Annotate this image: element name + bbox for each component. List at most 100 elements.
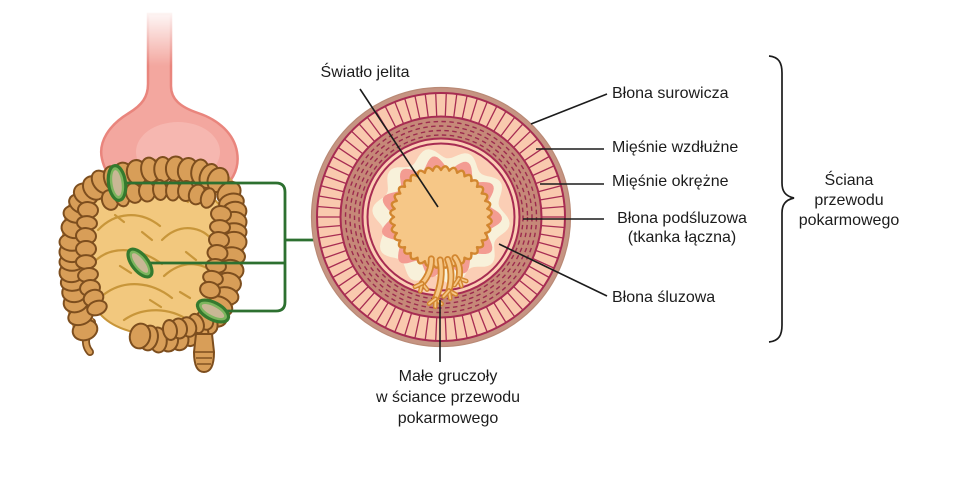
- sample-disc: [106, 164, 128, 202]
- gut-wall-cross-section: [310, 86, 572, 348]
- muscle-brick-line: [500, 297, 516, 318]
- muscle-brick-line: [332, 265, 354, 279]
- sample-connector-lines: [118, 181, 315, 313]
- muscle-brick-line: [414, 95, 421, 119]
- muscle-brick-line: [493, 302, 507, 323]
- colon-bead: [128, 322, 152, 350]
- muscle-brick-line: [327, 258, 350, 269]
- muscle-brick-line: [320, 241, 344, 249]
- muscle-brick-line: [519, 138, 538, 155]
- muscle-brick-line: [358, 292, 375, 311]
- gland-tube-fill: [433, 258, 443, 301]
- muscle-brick-line: [414, 315, 421, 339]
- muscle-brick-line: [493, 111, 507, 132]
- muscle-brick-line: [538, 241, 562, 249]
- gland-tube-fill: [420, 257, 434, 286]
- circular-muscle-dash-ring: [358, 134, 524, 300]
- muscle-brick-line: [351, 130, 369, 148]
- pointer-mucosa: [498, 243, 608, 297]
- pointer-lumen: [359, 88, 439, 208]
- muscle-brick-line: [500, 116, 516, 137]
- muscle-brick-line: [384, 306, 397, 328]
- small-intestine-coils: [92, 191, 220, 322]
- muscle-brick-line: [538, 185, 562, 193]
- muscle-brick-line: [366, 297, 382, 318]
- muscle-brick-line: [541, 205, 565, 210]
- gland-foot-fill: [442, 289, 450, 298]
- label-lumen: Światło jelita: [320, 64, 410, 81]
- muscle-brick-line: [461, 315, 468, 339]
- muscle-brick-line: [323, 249, 347, 259]
- muscle-brick-line: [317, 205, 341, 210]
- muscle-brick-line: [332, 155, 354, 169]
- muscle-brick-line: [524, 273, 545, 287]
- rectum-ridges: [195, 351, 213, 365]
- muscle-brick-line: [507, 123, 524, 142]
- rectum: [192, 333, 216, 374]
- muscle-brick-line: [318, 233, 342, 239]
- wall-brace: [768, 55, 795, 343]
- muscle-brick-line: [532, 165, 555, 176]
- gland-foot-fill: [428, 297, 437, 305]
- colon-inner-bead: [75, 254, 97, 270]
- label-longitudinal-muscles: Mięśnie wzdłużne: [612, 139, 739, 156]
- label-submucosa: Błona podśluzowa (tkanka łączna): [617, 210, 747, 246]
- muscle-brick-line: [317, 224, 341, 229]
- muscle-brick-line: [424, 93, 429, 117]
- muscle-brick-line: [435, 93, 438, 117]
- muscle-brick-line: [444, 93, 447, 117]
- small-intestine: [81, 183, 232, 337]
- muscle-brick-line: [541, 224, 565, 229]
- esophagus-fade: [139, 8, 179, 66]
- muscle-brick-line: [323, 175, 347, 185]
- muscle-brick-line: [344, 138, 363, 155]
- muscle-brick-line: [394, 101, 404, 124]
- colon-inner-bead: [199, 187, 217, 209]
- pointer-lines: [359, 88, 608, 362]
- muscle-brick-line: [366, 116, 382, 137]
- muscle-brick-line: [337, 147, 358, 161]
- muscle-brick-line: [404, 98, 413, 121]
- pointer-serosa: [530, 93, 608, 125]
- muscle-brick-line: [519, 279, 538, 296]
- gland-foot-fill: [453, 277, 460, 287]
- colon-inner-bead: [86, 299, 108, 317]
- muscle-brick-line: [485, 306, 498, 328]
- gland-tube-fill: [446, 257, 453, 293]
- muscle-brick-line: [318, 195, 342, 201]
- sample-discs: [106, 164, 231, 324]
- gland-foot-fill: [414, 282, 423, 288]
- muscle-brick-line: [351, 286, 369, 304]
- muscle-brick-line: [320, 185, 344, 193]
- muscle-brick-line: [528, 155, 550, 169]
- muscle-brick-line: [344, 279, 363, 296]
- label-wall: Ściana przewodu pokarmowego: [798, 172, 900, 229]
- muscle-brick-line: [384, 106, 397, 128]
- muscle-brick-line: [424, 317, 429, 341]
- muscle-brick-line: [535, 175, 559, 185]
- muscle-brick-line: [513, 130, 531, 148]
- muscle-brick-line: [478, 310, 488, 333]
- muscle-brick-line: [444, 317, 447, 341]
- muscle-brick-line: [485, 106, 498, 128]
- rectum-tube: [192, 333, 216, 374]
- circular-muscle-dash-ring: [349, 125, 533, 309]
- muscle-brick-line: [469, 98, 478, 121]
- muscle-brick-line: [337, 273, 358, 287]
- muscle-brick-line: [507, 292, 524, 311]
- sample-disc: [195, 298, 231, 324]
- muscle-brick-line: [358, 123, 375, 142]
- muscle-brick-line: [394, 310, 404, 333]
- circular-muscle-dash-ring: [344, 120, 538, 314]
- muscle-brick-line: [513, 286, 531, 304]
- label-mucosa: Błona śluzowa: [612, 289, 716, 306]
- colon-inner-bead: [161, 319, 179, 341]
- sample-disc: [126, 247, 154, 279]
- muscle-brick-line: [404, 313, 413, 336]
- lumen: [389, 165, 493, 269]
- muscle-brick-line: [528, 265, 550, 279]
- muscle-brick-line: [540, 195, 564, 201]
- muscle-brick-line: [478, 101, 488, 124]
- muscle-brick-line: [532, 258, 555, 269]
